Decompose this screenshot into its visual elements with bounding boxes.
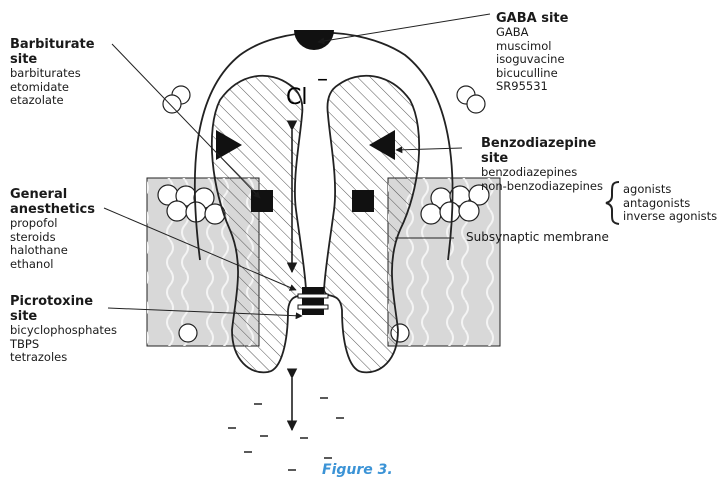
site-square-right [352, 190, 374, 212]
agonist-bracket [606, 182, 619, 224]
general-anesthetics-label: General anesthetics propofol steroids ha… [10, 187, 95, 271]
picrotoxine-item: TBPS [10, 338, 117, 352]
gaba-item: muscimol [496, 40, 568, 54]
ligand-type-item: agonists [623, 183, 717, 197]
general-anesthetics-title-line1: General [10, 187, 95, 202]
picrotoxine-item: bicyclophosphates [10, 324, 117, 338]
benzodiazepine-ligand-types: agonists antagonists inverse agonists [623, 183, 717, 224]
site-square-left [251, 190, 273, 212]
barbiturate-item: barbiturates [10, 67, 95, 81]
general-anesthetics-item: halothane [10, 244, 95, 258]
general-anesthetics-item: ethanol [10, 258, 95, 272]
general-anesthetics-title-line2: anesthetics [10, 202, 95, 217]
gaba-item: isoguvacine [496, 53, 568, 67]
barbiturate-item: etomidate [10, 81, 95, 95]
figure-caption: Figure 3. [322, 462, 393, 478]
ligand-type-item: inverse agonists [623, 210, 717, 224]
picrotoxine-item: tetrazoles [10, 351, 117, 365]
chloride-ion-label: Cl [286, 85, 307, 110]
benzodiazepine-site-label: Benzodiazepine site benzodiazepines non-… [481, 136, 603, 193]
picrotoxine-site-title-line1: Picrotoxine [10, 294, 117, 309]
general-anesthetics-item: propofol [10, 217, 95, 231]
barbiturate-site-label: Barbiturate site barbiturates etomidate … [10, 37, 95, 108]
chloride-ion-charge: – [317, 67, 328, 92]
picrotoxine-pore-marker [298, 287, 328, 315]
benzodiazepine-site-title-line1: Benzodiazepine [481, 136, 603, 151]
picrotoxine-site-title-line2: site [10, 309, 117, 324]
gaba-item: GABA [496, 26, 568, 40]
membrane-label: Subsynaptic membrane [466, 231, 609, 245]
gaba-item: bicuculline [496, 67, 568, 81]
gaba-item: SR95531 [496, 80, 568, 94]
general-anesthetics-item: steroids [10, 231, 95, 245]
barbiturate-site-title-line1: Barbiturate [10, 37, 95, 52]
chloride-ions-released [228, 398, 344, 470]
barbiturate-site-title-line2: site [10, 52, 95, 67]
picrotoxine-site-label: Picrotoxine site bicyclophosphates TBPS … [10, 294, 117, 365]
gaba-site-title: GABA site [496, 11, 568, 26]
gaba-site-label: GABA site GABA muscimol isoguvacine bicu… [496, 11, 568, 94]
benzodiazepine-item: benzodiazepines [481, 166, 603, 180]
ligand-type-item: antagonists [623, 197, 717, 211]
barbiturate-item: etazolate [10, 94, 95, 108]
benzodiazepine-item: non-benzodiazepines [481, 180, 603, 194]
benzodiazepine-site-title-line2: site [481, 151, 603, 166]
